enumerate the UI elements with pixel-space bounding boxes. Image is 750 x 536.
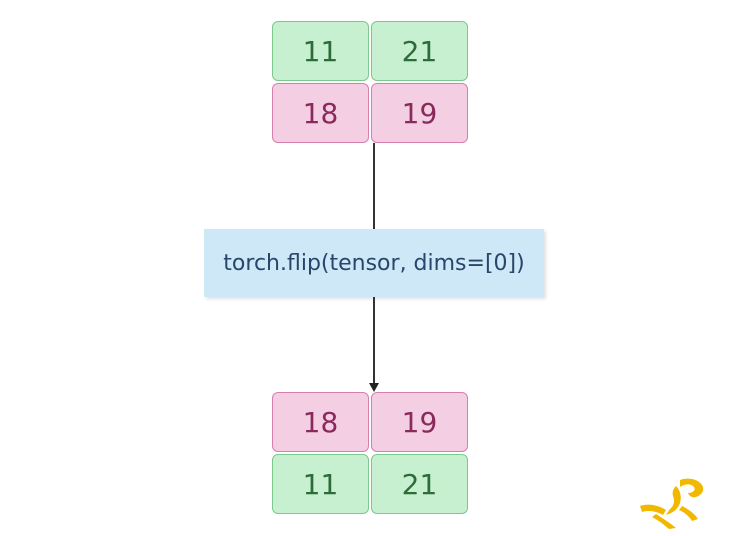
connector-line-top: [373, 143, 375, 229]
output-cell-r0-c0: 18: [272, 392, 369, 452]
output-cell-r1-c1: 21: [371, 454, 468, 514]
input-cell-r0-c0: 11: [272, 21, 369, 81]
connector-line-bottom: [373, 297, 375, 384]
input-cell-r0-c1: 21: [371, 21, 468, 81]
input-cell-r1-c1: 19: [371, 83, 468, 143]
output-cell-r1-c0: 11: [272, 454, 369, 514]
operation-box: torch.flip(tensor, dims=[0]): [204, 229, 544, 297]
output-cell-r0-c1: 19: [371, 392, 468, 452]
arrow-down-icon: [369, 383, 379, 392]
operation-label: torch.flip(tensor, dims=[0]): [223, 250, 525, 276]
input-cell-r1-c0: 18: [272, 83, 369, 143]
yellow-brand-logo-icon: [640, 478, 704, 529]
